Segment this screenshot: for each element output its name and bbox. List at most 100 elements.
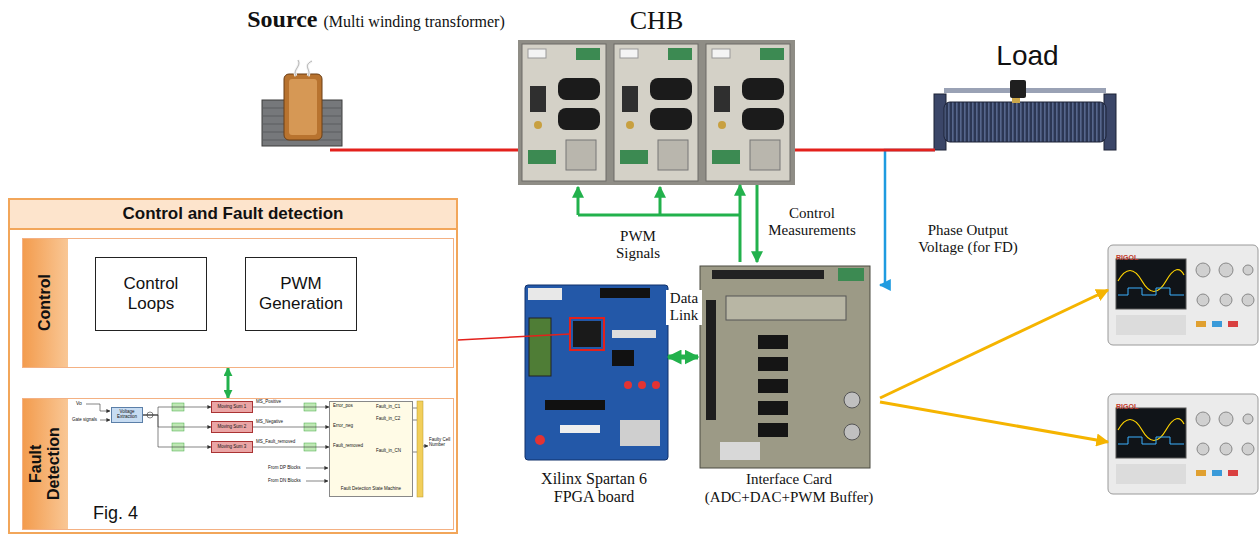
signal-label: Vo — [76, 401, 82, 407]
connector — [756, 185, 759, 262]
oscilloscope-illustration — [1108, 245, 1258, 345]
text-area: Moving Sum 1 — [212, 402, 252, 412]
fpga-board-illustration — [620, 420, 660, 446]
oscilloscope-illustration — [1228, 321, 1238, 327]
oscilloscope-illustration — [1220, 443, 1232, 455]
text-area: RIGOL — [1116, 247, 1138, 263]
band-title: Fault Detection — [27, 409, 64, 519]
chb-cells-photo — [528, 49, 546, 58]
fpga-board-illustration — [525, 285, 668, 460]
interface-card-illustration — [844, 424, 860, 440]
oscilloscope-illustration — [1243, 414, 1253, 424]
chb-cells-photo — [558, 108, 600, 130]
control-fault-panel: Control Loops PWM Generation ControlVoltag… — [8, 198, 458, 534]
process-box: Control Loops — [95, 257, 207, 331]
text-area: Load — [935, 40, 1120, 72]
chb-cells-photo — [650, 78, 692, 100]
load-resistor: Load — [935, 40, 1120, 155]
oscilloscope-illustration — [1197, 294, 1209, 306]
oscilloscope-illustration — [1228, 470, 1238, 476]
chb-cells-photo — [534, 121, 542, 129]
transformer-illustration — [284, 74, 322, 140]
text-area: Moving Sum 2 — [212, 422, 252, 432]
oscilloscope-illustration — [1242, 294, 1254, 306]
connector-label: Data Link — [666, 290, 702, 325]
chb-cells-photo — [658, 140, 688, 170]
interface-card-illustration — [712, 270, 824, 279]
fpga-board-illustration — [573, 321, 601, 347]
oscilloscope-illustration — [1196, 263, 1210, 277]
interface-card-illustration — [720, 442, 760, 460]
load-resistor-illustration — [1010, 80, 1026, 98]
pwm-bus-wire — [659, 187, 662, 215]
pwm-bus-wire — [577, 187, 580, 215]
chb-cells-photo — [522, 44, 606, 181]
oscilloscope-illustration — [1197, 443, 1209, 455]
fpga-board: Xilinx Spartan 6 FPGA board — [520, 285, 668, 523]
band-strip: Fault Detection — [23, 399, 68, 529]
oscilloscope-illustration — [1220, 294, 1232, 306]
oscilloscope-illustration — [1116, 464, 1186, 484]
moving-sum-block: Moving Sum 3 — [211, 441, 253, 453]
transformer-illustration — [262, 60, 342, 146]
chb-cells-photo — [530, 86, 546, 112]
connector — [739, 185, 742, 262]
signal-label: From DP Blocks — [268, 465, 300, 470]
oscilloscope-illustration — [1108, 394, 1258, 494]
fpga-board-illustration — [560, 425, 600, 433]
fpga-board-illustration — [638, 381, 646, 389]
box-label: PWM Generation — [252, 274, 350, 313]
oscilloscope-illustration — [1219, 412, 1233, 426]
signal-label: Gate signals — [72, 417, 97, 422]
connector — [668, 355, 698, 360]
oscilloscope-illustration — [1212, 470, 1222, 476]
chb-cells-photo — [760, 48, 784, 60]
band-title: Control — [36, 248, 54, 358]
oscilloscope-illustration — [1118, 437, 1184, 444]
process-box: PWM Generation — [245, 257, 357, 331]
fpga-board-illustration — [528, 288, 562, 300]
part-caption: Interface Card (ADC+DAC+PWM Buffer) — [705, 471, 874, 505]
signal-label: Faulty Cell Number — [429, 437, 453, 447]
chb-cells-photo — [576, 48, 600, 60]
chb-cells-photo — [712, 49, 730, 58]
oscilloscope-illustration — [1116, 259, 1186, 309]
chb-cells-photo — [650, 108, 692, 130]
chb-cells-photo — [614, 44, 698, 181]
connector — [458, 334, 570, 340]
signal-label: From DN Blocks — [268, 478, 301, 483]
chb-cells-photo — [620, 49, 638, 58]
brand-label: RIGOL — [1116, 254, 1138, 261]
fpga-board-illustration — [535, 435, 545, 445]
block-label: Moving Sum 2 — [218, 425, 247, 430]
connector — [227, 368, 230, 398]
interface-card-illustration — [706, 300, 716, 420]
fpga-board-illustration — [525, 285, 668, 460]
connector-label: Phase Output Voltage (for FD) — [912, 222, 1024, 257]
fpga-board-illustration — [545, 400, 605, 410]
moving-sum-block: Moving Sum 2 — [211, 421, 253, 433]
oscilloscope-illustration — [1108, 394, 1258, 494]
interface-card-illustration — [838, 268, 864, 281]
voltage-extraction-block: Voltage Extraction — [111, 407, 143, 423]
part-title: CHB — [630, 6, 683, 35]
chip-highlight — [570, 318, 604, 350]
text-area: Interface Card (ADC+DAC+PWM Buffer) — [698, 470, 880, 507]
brand-label: RIGOL — [1116, 403, 1138, 410]
chb-cells-photo — [706, 44, 790, 181]
oscilloscope-illustration — [1116, 315, 1186, 335]
transformer-illustration — [295, 60, 312, 76]
text-area: Xilinx Spartan 6 FPGA board — [529, 470, 659, 507]
part-title: Load — [996, 40, 1058, 71]
chb-cells-photo — [622, 86, 638, 112]
chb-cells-photo — [620, 150, 648, 164]
chb-cells-photo — [714, 86, 730, 112]
text-area: Voltage Extraction — [112, 408, 142, 422]
signal-name: Error_pos — [333, 404, 353, 409]
interface-card-illustration — [700, 266, 870, 468]
connector-label: PWM Signals — [605, 228, 671, 263]
block-label: Moving Sum 3 — [218, 445, 247, 450]
load-resistor-illustration — [934, 80, 1116, 150]
oscilloscope: RIGOL — [1108, 245, 1258, 345]
